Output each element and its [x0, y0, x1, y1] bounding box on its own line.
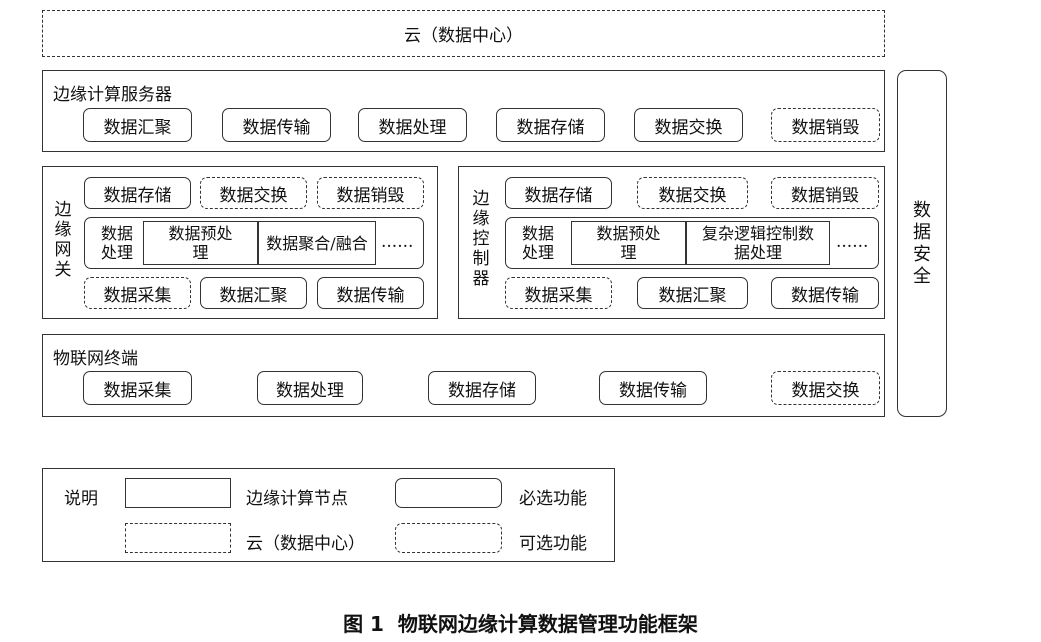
data-security-label: 数据安全 — [913, 199, 931, 287]
server-fn-destruction: 数据销毁 — [771, 108, 880, 142]
controller-fn-destruction: 数据销毁 — [771, 177, 879, 209]
controller-fn-exchange: 数据交换 — [637, 177, 748, 209]
legend-cloud-swatch — [125, 523, 231, 553]
legend-required-swatch — [395, 478, 502, 508]
controller-processing-group — [505, 217, 879, 269]
data-security-box: 数据安全 — [897, 70, 947, 417]
legend-edge-node-swatch — [125, 478, 231, 508]
gateway-fn-transmission: 数据传输 — [317, 277, 424, 309]
legend-required-label: 必选功能 — [519, 489, 587, 509]
gateway-fn-collection: 数据采集 — [84, 277, 191, 309]
controller-preprocessing-box: 数据预处理 — [571, 221, 686, 265]
terminal-fn-collection: 数据采集 — [83, 371, 192, 405]
controller-complex-logic-box: 复杂逻辑控制数据处理 — [686, 221, 830, 265]
server-fn-transmission: 数据传输 — [222, 108, 331, 142]
gateway-fn-destruction: 数据销毁 — [317, 177, 424, 209]
figure-caption-text: 图 1 物联网边缘计算数据管理功能框架 — [343, 611, 698, 636]
gateway-fn-aggregation: 数据汇聚 — [200, 277, 307, 309]
terminal-fn-storage: 数据存储 — [428, 371, 536, 405]
gateway-aggregation-fusion-box: 数据聚合/融合 — [258, 221, 376, 265]
terminal-fn-exchange: 数据交换 — [771, 371, 880, 405]
controller-fn-collection: 数据采集 — [505, 277, 612, 309]
legend-title: 说明 — [64, 489, 98, 509]
server-fn-processing: 数据处理 — [358, 108, 467, 142]
controller-fn-transmission: 数据传输 — [771, 277, 879, 309]
gateway-more-ellipsis: ...... — [381, 232, 414, 252]
legend-optional-label: 可选功能 — [519, 534, 587, 554]
gateway-processing-label: 数据处理 — [100, 224, 133, 262]
server-fn-aggregation: 数据汇聚 — [83, 108, 192, 142]
gateway-fn-exchange: 数据交换 — [200, 177, 307, 209]
controller-fn-storage: 数据存储 — [505, 177, 612, 209]
edge-gateway-title: 边缘网关 — [54, 200, 72, 280]
controller-fn-aggregation: 数据汇聚 — [637, 277, 748, 309]
legend-edge-node-label: 边缘计算节点 — [246, 489, 348, 509]
server-fn-exchange: 数据交换 — [634, 108, 743, 142]
controller-more-ellipsis: ...... — [836, 232, 869, 252]
legend-box: 说明 边缘计算节点 必选功能 云（数据中心） 可选功能 — [42, 468, 615, 562]
gateway-preprocessing-box: 数据预处理 — [143, 221, 258, 265]
gateway-fn-storage: 数据存储 — [84, 177, 191, 209]
legend-optional-swatch — [395, 523, 502, 553]
controller-processing-label: 数据处理 — [521, 224, 554, 262]
terminal-fn-transmission: 数据传输 — [599, 371, 707, 405]
figure-caption: 图 1 物联网边缘计算数据管理功能框架 — [0, 607, 1041, 637]
server-fn-storage: 数据存储 — [496, 108, 605, 142]
legend-cloud-label: 云（数据中心） — [246, 534, 365, 554]
terminal-fn-processing: 数据处理 — [257, 371, 363, 405]
cloud-label: 云（数据中心） — [404, 26, 523, 46]
edge-server-title: 边缘计算服务器 — [53, 85, 172, 105]
iot-terminal-title: 物联网终端 — [53, 349, 138, 369]
cloud-box: 云（数据中心） — [42, 10, 885, 57]
edge-controller-title: 边缘控制器 — [472, 189, 490, 289]
gateway-processing-group — [84, 217, 424, 269]
